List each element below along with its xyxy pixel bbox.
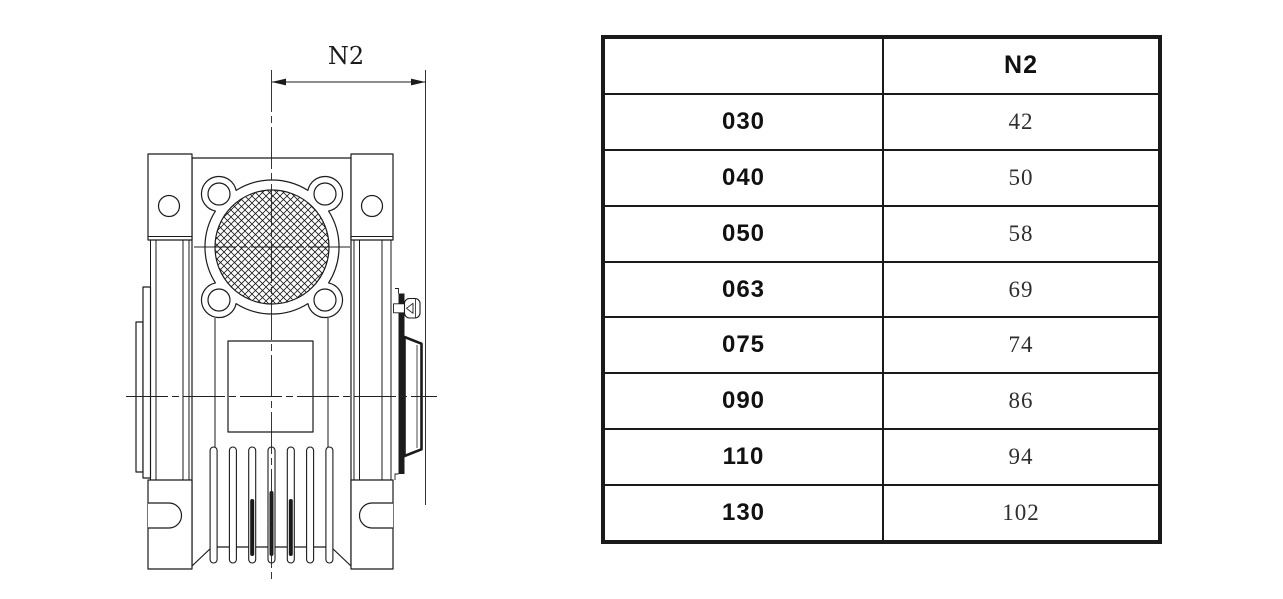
dimension-table: N2 030 42 040 50 050 58 063 69 075 74 09… [601, 35, 1162, 544]
output-flange-profile [393, 288, 423, 480]
table-row: 110 94 [605, 428, 1158, 485]
fin-shadow [288, 499, 293, 556]
table-row: 130 102 [605, 484, 1158, 541]
foot-slot-left [148, 502, 183, 529]
table-row: 075 74 [605, 316, 1158, 373]
n2-value-cell: 102 [1002, 500, 1040, 526]
model-cell: 040 [605, 150, 884, 205]
mounting-feet [147, 479, 394, 570]
fin-shadow [250, 499, 255, 556]
gearbox-front-view [126, 70, 437, 583]
model-cell: 075 [605, 318, 884, 373]
flange-bolt-hole [313, 288, 337, 312]
flange-bolt-hole [207, 288, 231, 312]
dimension-annotation: N2 [271, 42, 426, 505]
table-row: 040 50 [605, 148, 1158, 205]
side-wall-lines [150, 240, 392, 480]
table-row: 063 69 [605, 260, 1158, 317]
table-header-row: N2 [605, 39, 1158, 93]
side-cover-step-outer [135, 321, 144, 473]
centerlines [126, 70, 437, 583]
fin-shadow [269, 491, 274, 556]
ear-hole-right [360, 194, 384, 218]
side-cover-step-inner [142, 286, 152, 479]
arrowhead-left [271, 78, 286, 86]
flange-bolt-hole [313, 182, 337, 206]
model-cell: 063 [605, 262, 884, 317]
model-cell: 050 [605, 206, 884, 261]
model-cell: 130 [605, 486, 884, 541]
header-n2-cell: N2 [1004, 51, 1038, 80]
grease-fitting [393, 297, 421, 319]
output-flange-plate [398, 293, 405, 474]
model-cell: 030 [605, 94, 884, 149]
nameplate-square [227, 340, 314, 433]
n2-value-cell: 86 [1008, 388, 1034, 414]
gearbox-technical-drawing: N2 [126, 42, 437, 583]
n2-value-cell: 58 [1008, 220, 1034, 246]
dimension-label: N2 [328, 42, 364, 70]
model-cell: 090 [605, 374, 884, 429]
n2-value-cell: 50 [1008, 164, 1034, 190]
cooling-fins [209, 446, 334, 564]
header-model-cell [605, 39, 884, 93]
mounting-ears [147, 153, 394, 241]
arrowhead-right [411, 78, 426, 86]
foot-slot-right [358, 502, 393, 529]
n2-value-cell: 69 [1008, 276, 1034, 302]
table-row: 050 58 [605, 204, 1158, 261]
flange-bolt-hole [207, 182, 231, 206]
front-boss-edges [214, 318, 329, 447]
n2-value-cell: 94 [1008, 444, 1034, 470]
ear-hole-left [157, 194, 181, 218]
table-row: 090 86 [605, 372, 1158, 429]
table-row: 030 42 [605, 92, 1158, 149]
n2-value-cell: 42 [1008, 108, 1034, 134]
model-cell: 110 [605, 430, 884, 485]
n2-value-cell: 74 [1008, 332, 1034, 358]
